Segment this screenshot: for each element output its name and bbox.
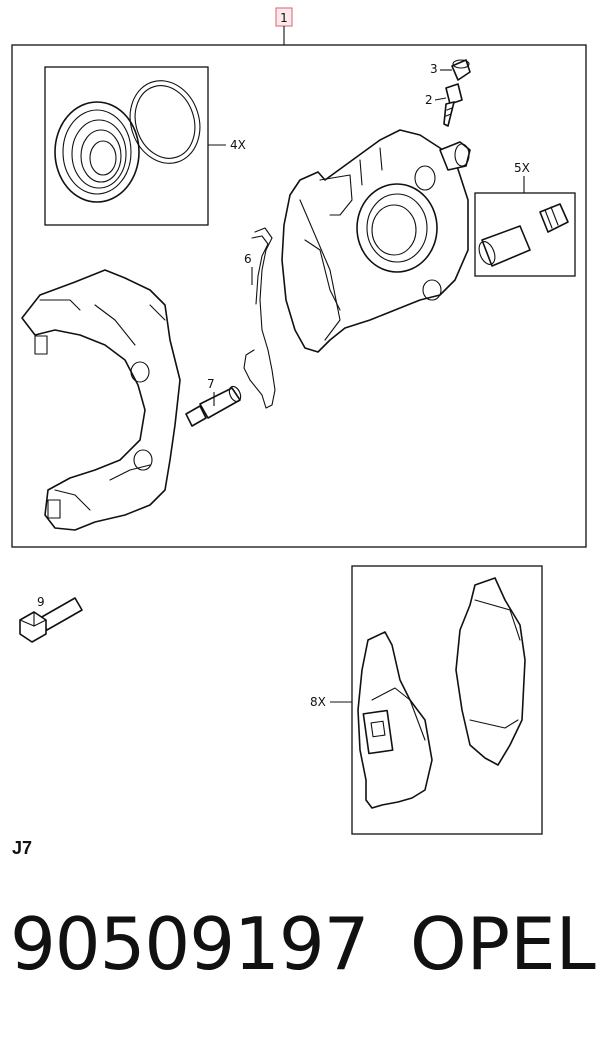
svg-text:8X: 8X [310,695,326,709]
callout-3: 3 [430,62,452,76]
bracket-bolt-icon [19,597,83,643]
caliper-bracket-icon [21,269,181,531]
callout-9: 9 [37,595,45,609]
exploded-parts-diagram: 1 4X 3 2 [11,7,587,835]
guide-bushing-icon [478,225,531,267]
callout-1: 1 [275,7,293,45]
svg-text:7: 7 [207,377,215,391]
anti-rattle-spring-icon [243,227,276,409]
svg-text:4X: 4X [230,138,246,152]
guide-pin-icon [185,385,242,427]
svg-text:1: 1 [280,11,288,25]
callout-4x: 4X [208,138,246,152]
svg-text:3: 3 [430,62,438,76]
callout-6: 6 [244,252,253,285]
bleed-screw-icon [443,83,463,127]
svg-text:5X: 5X [514,161,530,175]
svg-text:6: 6 [244,252,252,266]
piston-seal-ring-icon [129,80,201,164]
svg-text:9: 9 [37,595,45,609]
callout-8x: 8X [310,695,352,709]
brake-pad-front-icon [357,631,433,809]
reference-code: J7 [12,838,33,858]
caliper-housing-icon [281,129,471,353]
guide-boot-icon [539,203,569,233]
bleed-cap-icon [451,59,471,81]
brand-name: OPEL [410,902,596,986]
brake-pad-kit-box [351,565,543,835]
dust-boot-icon [54,101,140,203]
callout-5x: 5X [514,161,530,193]
brake-pad-rear-icon [455,577,526,766]
callout-2: 2 [425,93,447,107]
assembly-frame [11,44,587,548]
callout-7: 7 [207,377,215,406]
seal-kit-box [44,66,209,226]
guide-pin-kit-box [474,192,576,277]
part-number: 90509197 [10,902,369,986]
svg-text:2: 2 [425,93,433,107]
